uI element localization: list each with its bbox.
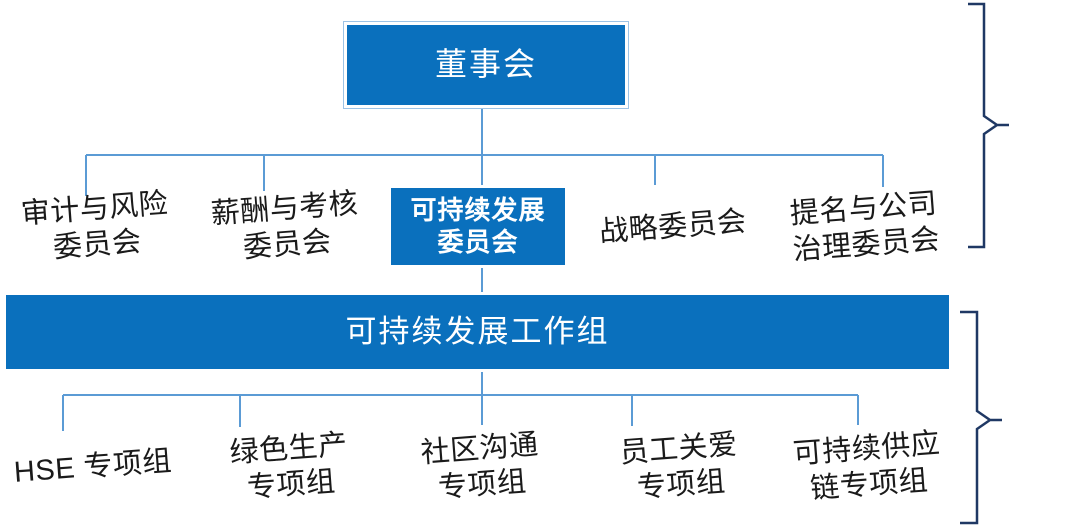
label-line: 可持续发展 (410, 194, 546, 225)
label-line: 委员会 (437, 226, 519, 257)
task-force-label-green-production: 绿色生产 专项组 (197, 420, 382, 513)
label-line: 链专项组 (809, 464, 930, 506)
label-line: 专项组 (636, 465, 727, 505)
task-force-label-employee-care: 员工关爱 专项组 (587, 420, 772, 513)
task-force-label-sustainable-supply-chain: 可持续供应 链专项组 (775, 420, 960, 513)
board-of-directors-box: 董事会 (344, 22, 628, 108)
committee-label-strategy: 战略委员会 (571, 183, 776, 272)
label-line: 委员会 (52, 225, 143, 265)
label-line: 专项组 (246, 465, 337, 505)
working-group-label: 可持续发展工作组 (345, 314, 610, 350)
label-line: 专项组 (437, 465, 528, 505)
task-force-label-community: 社区沟通 专项组 (388, 420, 573, 513)
committee-label-audit-risk: 审计与风险 委员会 (3, 183, 188, 270)
tree-connectors (62, 108, 884, 431)
label-line: HSE 专项组 (12, 445, 174, 489)
board-level-bracket (968, 2, 1009, 249)
sustainability-working-group-bar: 可持续发展工作组 (3, 292, 952, 372)
task-force-label-hse: HSE 专项组 (0, 420, 185, 513)
label-line: 战略委员会 (598, 205, 748, 249)
board-of-directors-label: 董事会 (434, 46, 537, 83)
sustainability-committee-box: 可持续发展 委员会 (388, 185, 568, 268)
label-line: 委员会 (242, 225, 333, 265)
working-group-level-bracket (960, 310, 1002, 525)
committee-label-nomination-governance: 提名与公司 治理委员会 (772, 183, 957, 270)
committee-label-remuneration: 薪酬与考核 委员会 (193, 183, 378, 270)
